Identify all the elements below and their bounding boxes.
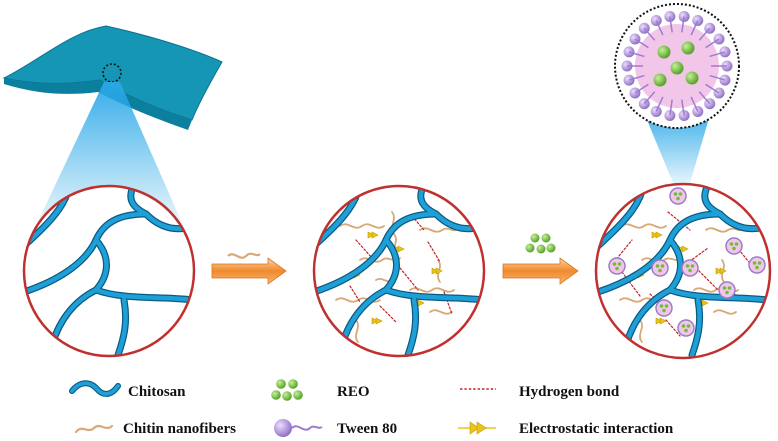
- legend-label-reo: REO: [337, 384, 370, 400]
- legend-chitin-nanofibers: Chitin nanofibers: [74, 421, 236, 437]
- legend-label-chitin-nanofibers: Chitin nanofibers: [123, 421, 236, 437]
- micelle-small-icon: [718, 281, 736, 299]
- surfactant-tail: [655, 20, 664, 36]
- micelle-small-icon: [681, 259, 699, 277]
- legend-electrostatic: Electrostatic interaction: [458, 421, 674, 437]
- surfactant-tail: [681, 16, 685, 33]
- legend-hydrogen-bond: Hydrogen bond: [460, 384, 620, 400]
- tween80-icon: [274, 419, 323, 437]
- surfactant-tail: [690, 20, 699, 36]
- surfactant-tail: [681, 99, 685, 116]
- composite-film-network-panel: [594, 182, 772, 360]
- chitin-fiber-small-icon: [227, 252, 261, 259]
- reo-icon: [271, 379, 303, 401]
- surfactant-tail: [634, 83, 649, 94]
- surfactant-tail: [709, 74, 726, 81]
- reo-small-icon: [525, 233, 556, 254]
- surfactant-tail: [705, 38, 720, 49]
- chitosan-network-panel: [22, 184, 196, 358]
- micelle-small-icon: [655, 299, 673, 317]
- legend-label-hydrogen-bond: Hydrogen bond: [519, 384, 620, 400]
- micelle-small-icon: [677, 319, 695, 337]
- electrostatic-icon: [458, 421, 496, 435]
- micelle-small-icon: [725, 237, 743, 255]
- micelle-small-icon: [608, 257, 626, 275]
- right-arrow-icon: [211, 257, 287, 285]
- zoom-beam: [642, 108, 712, 190]
- surfactant-tail: [698, 91, 711, 105]
- legend: Chitosan Chitin nanofibers REO Tween 80: [69, 379, 674, 437]
- surfactant-tail: [698, 27, 711, 41]
- surfactant-tail: [628, 51, 645, 58]
- surfactant-tail: [643, 27, 656, 41]
- surfactant-tail: [709, 51, 726, 58]
- surfactant-tail: [634, 38, 649, 49]
- surfactant-tail: [669, 99, 673, 116]
- legend-label-electrostatic: Electrostatic interaction: [519, 421, 674, 437]
- surfactant-tail: [643, 91, 656, 105]
- legend-chitosan: Chitosan: [69, 380, 186, 400]
- chitosan-chitin-network-panel: [312, 184, 486, 358]
- micelle-small-icon: [748, 256, 766, 274]
- zoom-spot: [102, 63, 122, 83]
- surfactant-tail: [655, 96, 664, 112]
- legend-label-tween80: Tween 80: [337, 421, 397, 437]
- surfactant-tail: [705, 83, 720, 94]
- surfactant-tail: [690, 96, 699, 112]
- micelle-icon: [614, 3, 740, 129]
- legend-label-chitosan: Chitosan: [128, 384, 186, 400]
- chitosan-film-icon: [2, 25, 223, 130]
- surfactant-tail: [628, 74, 645, 81]
- right-arrow-icon: [502, 257, 579, 285]
- micelle-small-icon: [651, 259, 669, 277]
- surfactant-tail: [669, 16, 673, 33]
- chitin-nanofiber-icon: [74, 424, 114, 434]
- legend-reo: REO: [271, 379, 370, 401]
- micelle-small-icon: [669, 187, 687, 205]
- legend-tween80: Tween 80: [274, 419, 397, 437]
